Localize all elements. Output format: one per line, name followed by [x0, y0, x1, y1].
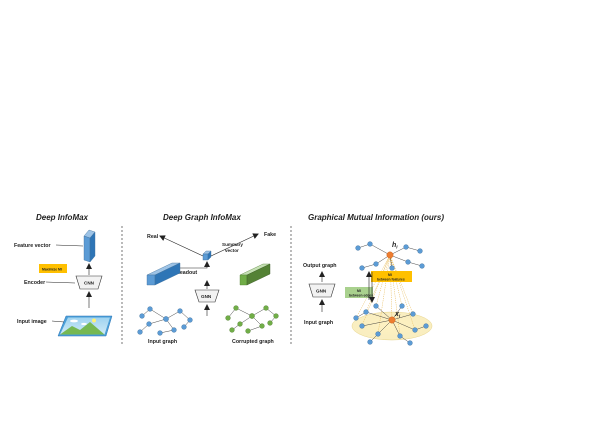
fake-feature-bar [239, 263, 271, 286]
mi-edges-label-line1: MI [357, 289, 361, 293]
cnn-block [75, 275, 103, 290]
dgi-input-graph-label: Input graph [148, 339, 177, 345]
input-image-label: Input image [17, 319, 47, 325]
summary-vector-label-line1: Summary [222, 242, 243, 247]
gmi-panel: Output graph GNN Input graph [303, 241, 433, 346]
title-deep-infomax: Deep InfoMax [36, 213, 89, 222]
x-i-label: xi [394, 311, 401, 319]
mi-edges-box [345, 287, 373, 298]
corrupted-graph-label: Corrupted graph [232, 339, 274, 345]
title-deep-graph-infomax: Deep Graph InfoMax [163, 213, 241, 222]
gmi-input-graph-nodes [353, 303, 429, 346]
maximize-mi-label: Maximize MI [42, 268, 62, 272]
input-center-node [388, 316, 396, 324]
encoder-label: Encoder [24, 280, 45, 286]
cnn-label: CNN [84, 281, 95, 286]
output-graph-nodes [355, 241, 425, 271]
summary-vector-label-line2: vector [225, 248, 239, 253]
feature-vector-bar [83, 229, 96, 263]
real-label: Real [147, 234, 159, 240]
dgi-gnn-label: GNN [201, 294, 212, 299]
corrupted-graph [227, 307, 277, 332]
output-center-node [386, 251, 394, 259]
dim-panel: Feature vector Maximize MI CNN Encoder I… [14, 229, 113, 337]
input-image-picture [57, 315, 113, 337]
feature-vector-label: Feature vector [14, 243, 51, 249]
input-image-pointer [51, 320, 65, 323]
mi-edges-label-line2: between edges [349, 294, 373, 298]
arrow-summary-to-fake [210, 233, 259, 257]
readout-label: Readout [176, 270, 197, 276]
dgi-panel: Real Fake Summary vector Readout [137, 232, 279, 345]
summary-vector-cube [202, 250, 212, 261]
title-graphical-mutual-information: Graphical Mutual Information (ours) [308, 213, 444, 222]
h-i-label: hi [392, 242, 398, 250]
mi-features-box [371, 271, 412, 282]
real-feature-bar [146, 262, 181, 286]
input-neighborhood-halo [351, 311, 433, 341]
dgi-input-graph-nodes [137, 306, 193, 336]
fake-label: Fake [264, 232, 276, 238]
gmi-output-graph-label: Output graph [303, 263, 337, 269]
mi-features-label-line2: between features [377, 278, 405, 282]
arrow-summary-to-real [159, 235, 204, 257]
corrupted-graph-nodes [225, 305, 279, 334]
gmi-gnn-label: GNN [316, 289, 327, 294]
gmi-gnn-block [308, 283, 336, 298]
maximize-mi-box [39, 264, 67, 273]
encoder-pointer [45, 281, 76, 284]
gmi-input-graph-label: Input graph [304, 320, 333, 326]
mi-features-label-line1: MI [388, 273, 392, 277]
dgi-gnn-block [194, 289, 220, 303]
feature-vector-pointer [55, 244, 84, 247]
